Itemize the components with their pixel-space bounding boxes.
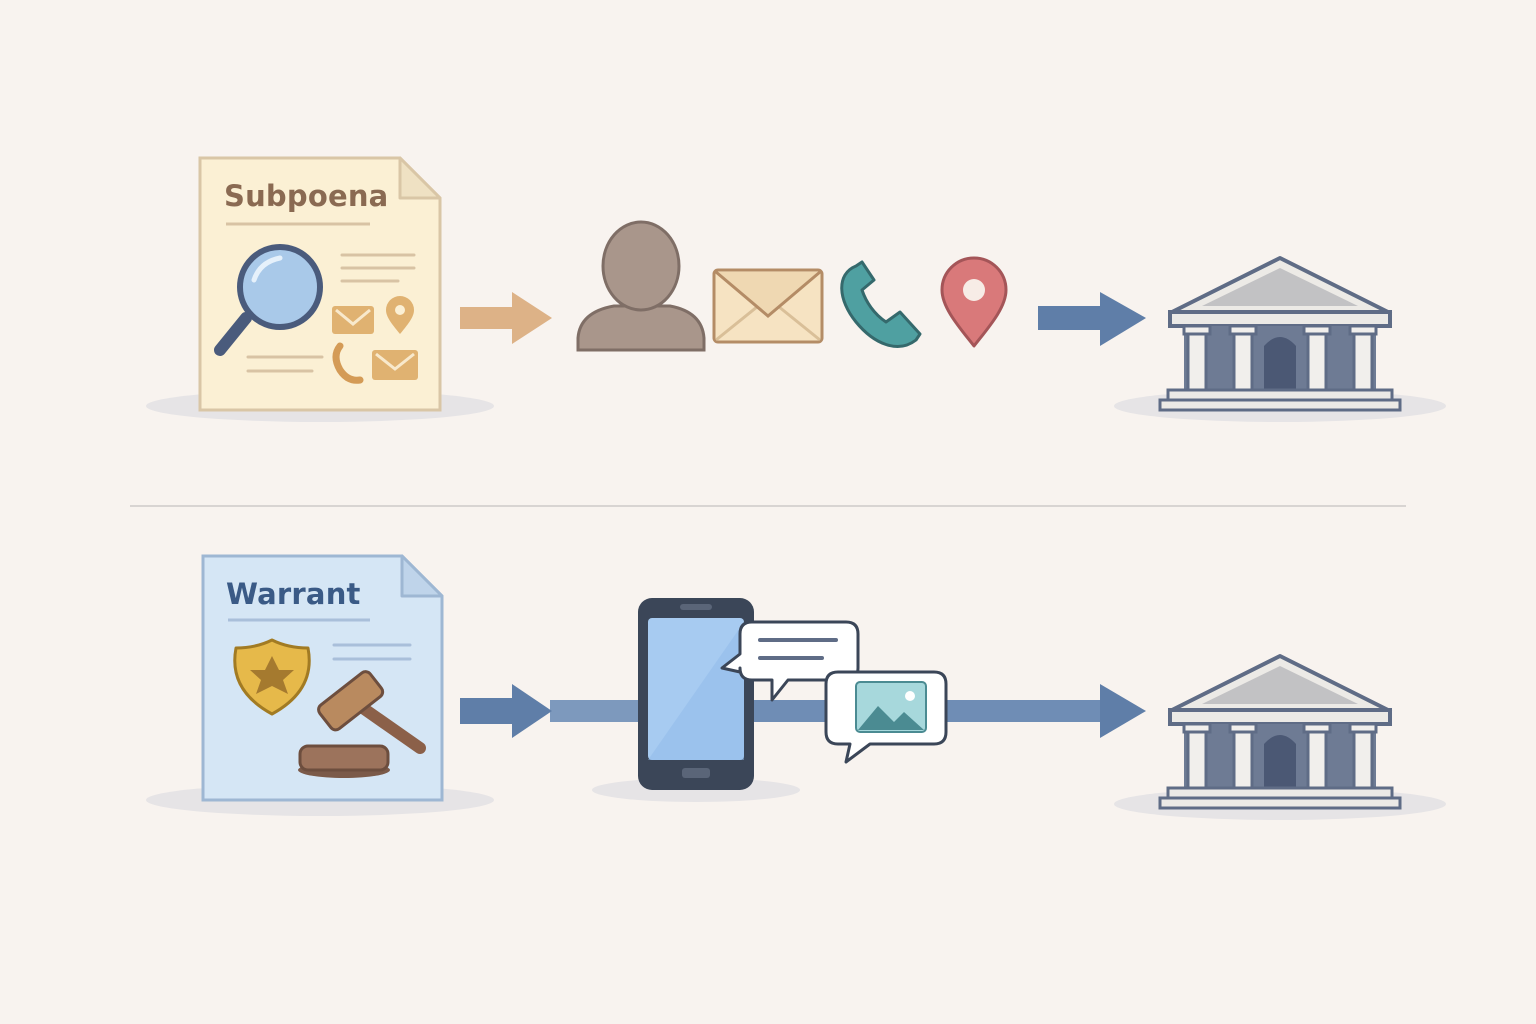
envelope-icon	[712, 268, 824, 344]
warrant-title: Warrant	[226, 577, 361, 611]
subpoena-document: Subpoena	[198, 156, 442, 412]
small-pin-icon	[386, 296, 414, 334]
location-pin-icon	[940, 256, 1008, 348]
bank-building-icon	[1112, 256, 1448, 424]
small-envelope-icon	[332, 306, 374, 334]
small-phone-icon	[332, 342, 364, 384]
police-badge-icon	[233, 638, 311, 716]
subpoena-title: Subpoena	[224, 179, 388, 213]
chat-bubble-icon	[720, 620, 860, 702]
warrant-flow-arrow	[460, 684, 1146, 738]
magnifier-icon	[214, 244, 323, 356]
subpoena-row: Subpoena	[146, 156, 1448, 424]
phone-icon	[840, 260, 922, 348]
small-envelope-icon-2	[372, 350, 418, 380]
arrow-to-data	[460, 292, 552, 344]
smartphone-icon	[592, 598, 800, 802]
gavel-icon	[298, 670, 426, 778]
person-icon	[576, 220, 706, 352]
warrant-row: Warrant	[146, 554, 1448, 822]
warrant-document: Warrant	[201, 554, 444, 802]
image-message-icon	[824, 670, 948, 764]
arrow-to-bank	[1038, 292, 1146, 346]
bank-building-icon-2	[1112, 654, 1448, 822]
